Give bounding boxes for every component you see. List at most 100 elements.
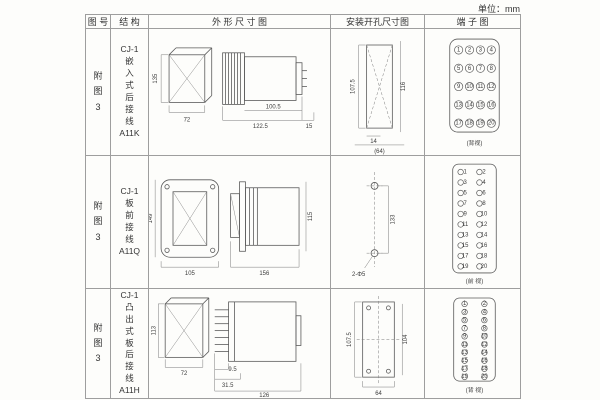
terminal-circle (480, 300, 487, 307)
terminal-circle (453, 45, 463, 55)
terminal-circle (475, 252, 483, 260)
terminal-circle (453, 63, 463, 73)
terminal-number: 14 (480, 232, 487, 238)
terminal-number: 3 (478, 48, 482, 54)
dimension-lines (154, 179, 307, 268)
terminal-number: 12 (480, 222, 487, 228)
fig-no-cell-1: 附 图 3 (86, 29, 111, 156)
dim-front-width: 105 (185, 271, 196, 277)
terminal-circle (457, 179, 464, 186)
dim-front-width: 72 (184, 117, 191, 123)
terminal-number: 13 (455, 102, 462, 108)
terminal-number: 17 (461, 366, 468, 372)
terminal-number: 9 (457, 84, 461, 90)
terminal-number: 13 (461, 349, 468, 355)
terminal-circle (457, 263, 464, 270)
terminal-circle (480, 308, 487, 315)
header-outline: 外 形 尺 寸 图 (149, 15, 331, 29)
terminal-number: 1 (463, 170, 466, 176)
terminal-circle (486, 45, 496, 55)
panel-cutout (366, 44, 393, 129)
dim-cutout-height: 107.5 (351, 78, 357, 94)
dim-cutout-width: 64 (375, 390, 382, 396)
mounting-cell-3: 107.5 104 64 (331, 289, 425, 398)
terminal-number: 6 (467, 66, 471, 72)
terminal-circle (475, 100, 485, 110)
terminal-number: 18 (466, 121, 473, 127)
terminal-circle (460, 340, 468, 348)
outline-cell-1: 135 72 100.5 122.5 15 (149, 29, 331, 156)
terminal-circle (460, 308, 468, 315)
terminal-number: 2 (467, 48, 470, 54)
terminal-number: 16 (480, 243, 487, 249)
structure-cell-1: CJ-1 嵌 入 式 后 接 线 A11K (111, 29, 149, 156)
terminal-circle (475, 242, 483, 249)
dim-front-width: 72 (181, 371, 188, 377)
terminal-number: 8 (482, 325, 486, 331)
terminal-number: 14 (481, 349, 488, 355)
fig-no-cell-3: 附 图 3 (86, 289, 111, 398)
dim-front-height: 149 (149, 213, 154, 224)
terminal-number: 6 (482, 317, 486, 323)
terminal-number: 19 (461, 264, 468, 270)
terminal-circle (453, 82, 463, 92)
outline-drawing-a11h: 113 72 9.5 31.5 126 (151, 297, 302, 398)
view-label: (背 视) (465, 385, 482, 393)
terminal-circle (460, 332, 468, 339)
terminal-circle (486, 63, 496, 73)
terminal-number: 20 (481, 374, 488, 380)
terminal-circle (486, 82, 496, 92)
terminal-number: 10 (480, 211, 487, 217)
terminal-circle (480, 365, 487, 372)
dimension-lines (364, 185, 389, 269)
terminal-circle (480, 340, 487, 348)
hole-callout: 2-Φ5 (352, 272, 366, 278)
mounting-drawing-a11k: 107.5 116 14 (64) (351, 41, 407, 155)
terminal-number: 2 (482, 170, 485, 176)
terminal-circle (460, 357, 468, 364)
terminal-number: 7 (462, 325, 465, 331)
terminal-number: 10 (481, 333, 488, 339)
mounting-drawing-a11h: 107.5 104 64 (347, 295, 409, 396)
terminal-number: 12 (481, 341, 488, 347)
header-mounting: 安装开孔尺寸图 (331, 15, 425, 29)
unit-label: 单位：mm (478, 4, 520, 14)
terminal-circle (475, 231, 483, 239)
header-terminal: 端 子 图 (425, 15, 520, 29)
front-view (164, 297, 210, 358)
terminal-number: 12 (488, 84, 495, 90)
terminal-number: 17 (455, 121, 462, 127)
terminal-circle (460, 316, 468, 323)
terminal-circle (453, 118, 463, 128)
terminal-circle (475, 82, 485, 92)
terminal-circle (475, 45, 485, 55)
terminal-circle (475, 200, 483, 207)
dim-overall-length: 126 (259, 393, 270, 398)
terminal-number: 15 (461, 358, 468, 364)
terminal-circle (457, 242, 464, 249)
terminal-number: 11 (462, 222, 468, 228)
panel-cutout (356, 295, 401, 383)
terminal-number: 13 (461, 232, 468, 238)
terminal-number: 5 (463, 190, 467, 196)
terminal-circle (457, 200, 464, 207)
terminal-number: 5 (457, 66, 461, 72)
terminal-circle (457, 221, 464, 228)
view-label: (前 视) (465, 277, 482, 285)
terminal-circle (480, 316, 487, 323)
terminal-circle (480, 373, 487, 380)
terminal-number: 2 (482, 301, 485, 307)
terminal-circle (460, 348, 468, 356)
dim-front-depth: 31.5 (222, 383, 234, 389)
terminal-circle (460, 324, 468, 331)
terminal-number: 20 (488, 121, 495, 127)
mounting-holes (366, 172, 383, 268)
terminal-circle (457, 168, 464, 176)
terminal-circle (475, 263, 483, 270)
terminal-circle (464, 100, 474, 110)
